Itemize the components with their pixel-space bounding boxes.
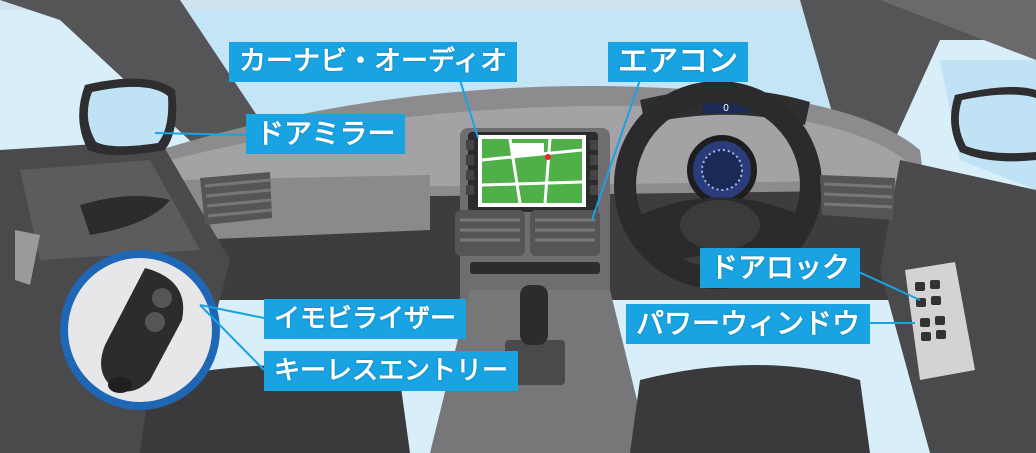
leader-lines [154,79,921,371]
label-air-con: エアコン [608,42,748,82]
left-door-handle [80,196,170,235]
gear-lever [520,285,548,345]
driver-seat [630,365,870,453]
label-door-lock: ドアロック [700,248,861,288]
center-air-vent-right [530,210,600,256]
label-immobilizer: イモビライザー [264,299,467,339]
label-door-mirror: ドアミラー [246,114,406,154]
label-navi-audio: カーナビ・オーディオ [229,42,518,82]
left-a-pillar [0,0,260,150]
center-air-vent-left [455,210,525,256]
label-power-window: パワーウィンドウ [626,304,871,344]
right-a-pillar [800,0,1036,150]
speed-readout: 0 [723,103,729,114]
label-keyless-entry: キーレスエントリー [264,351,519,391]
